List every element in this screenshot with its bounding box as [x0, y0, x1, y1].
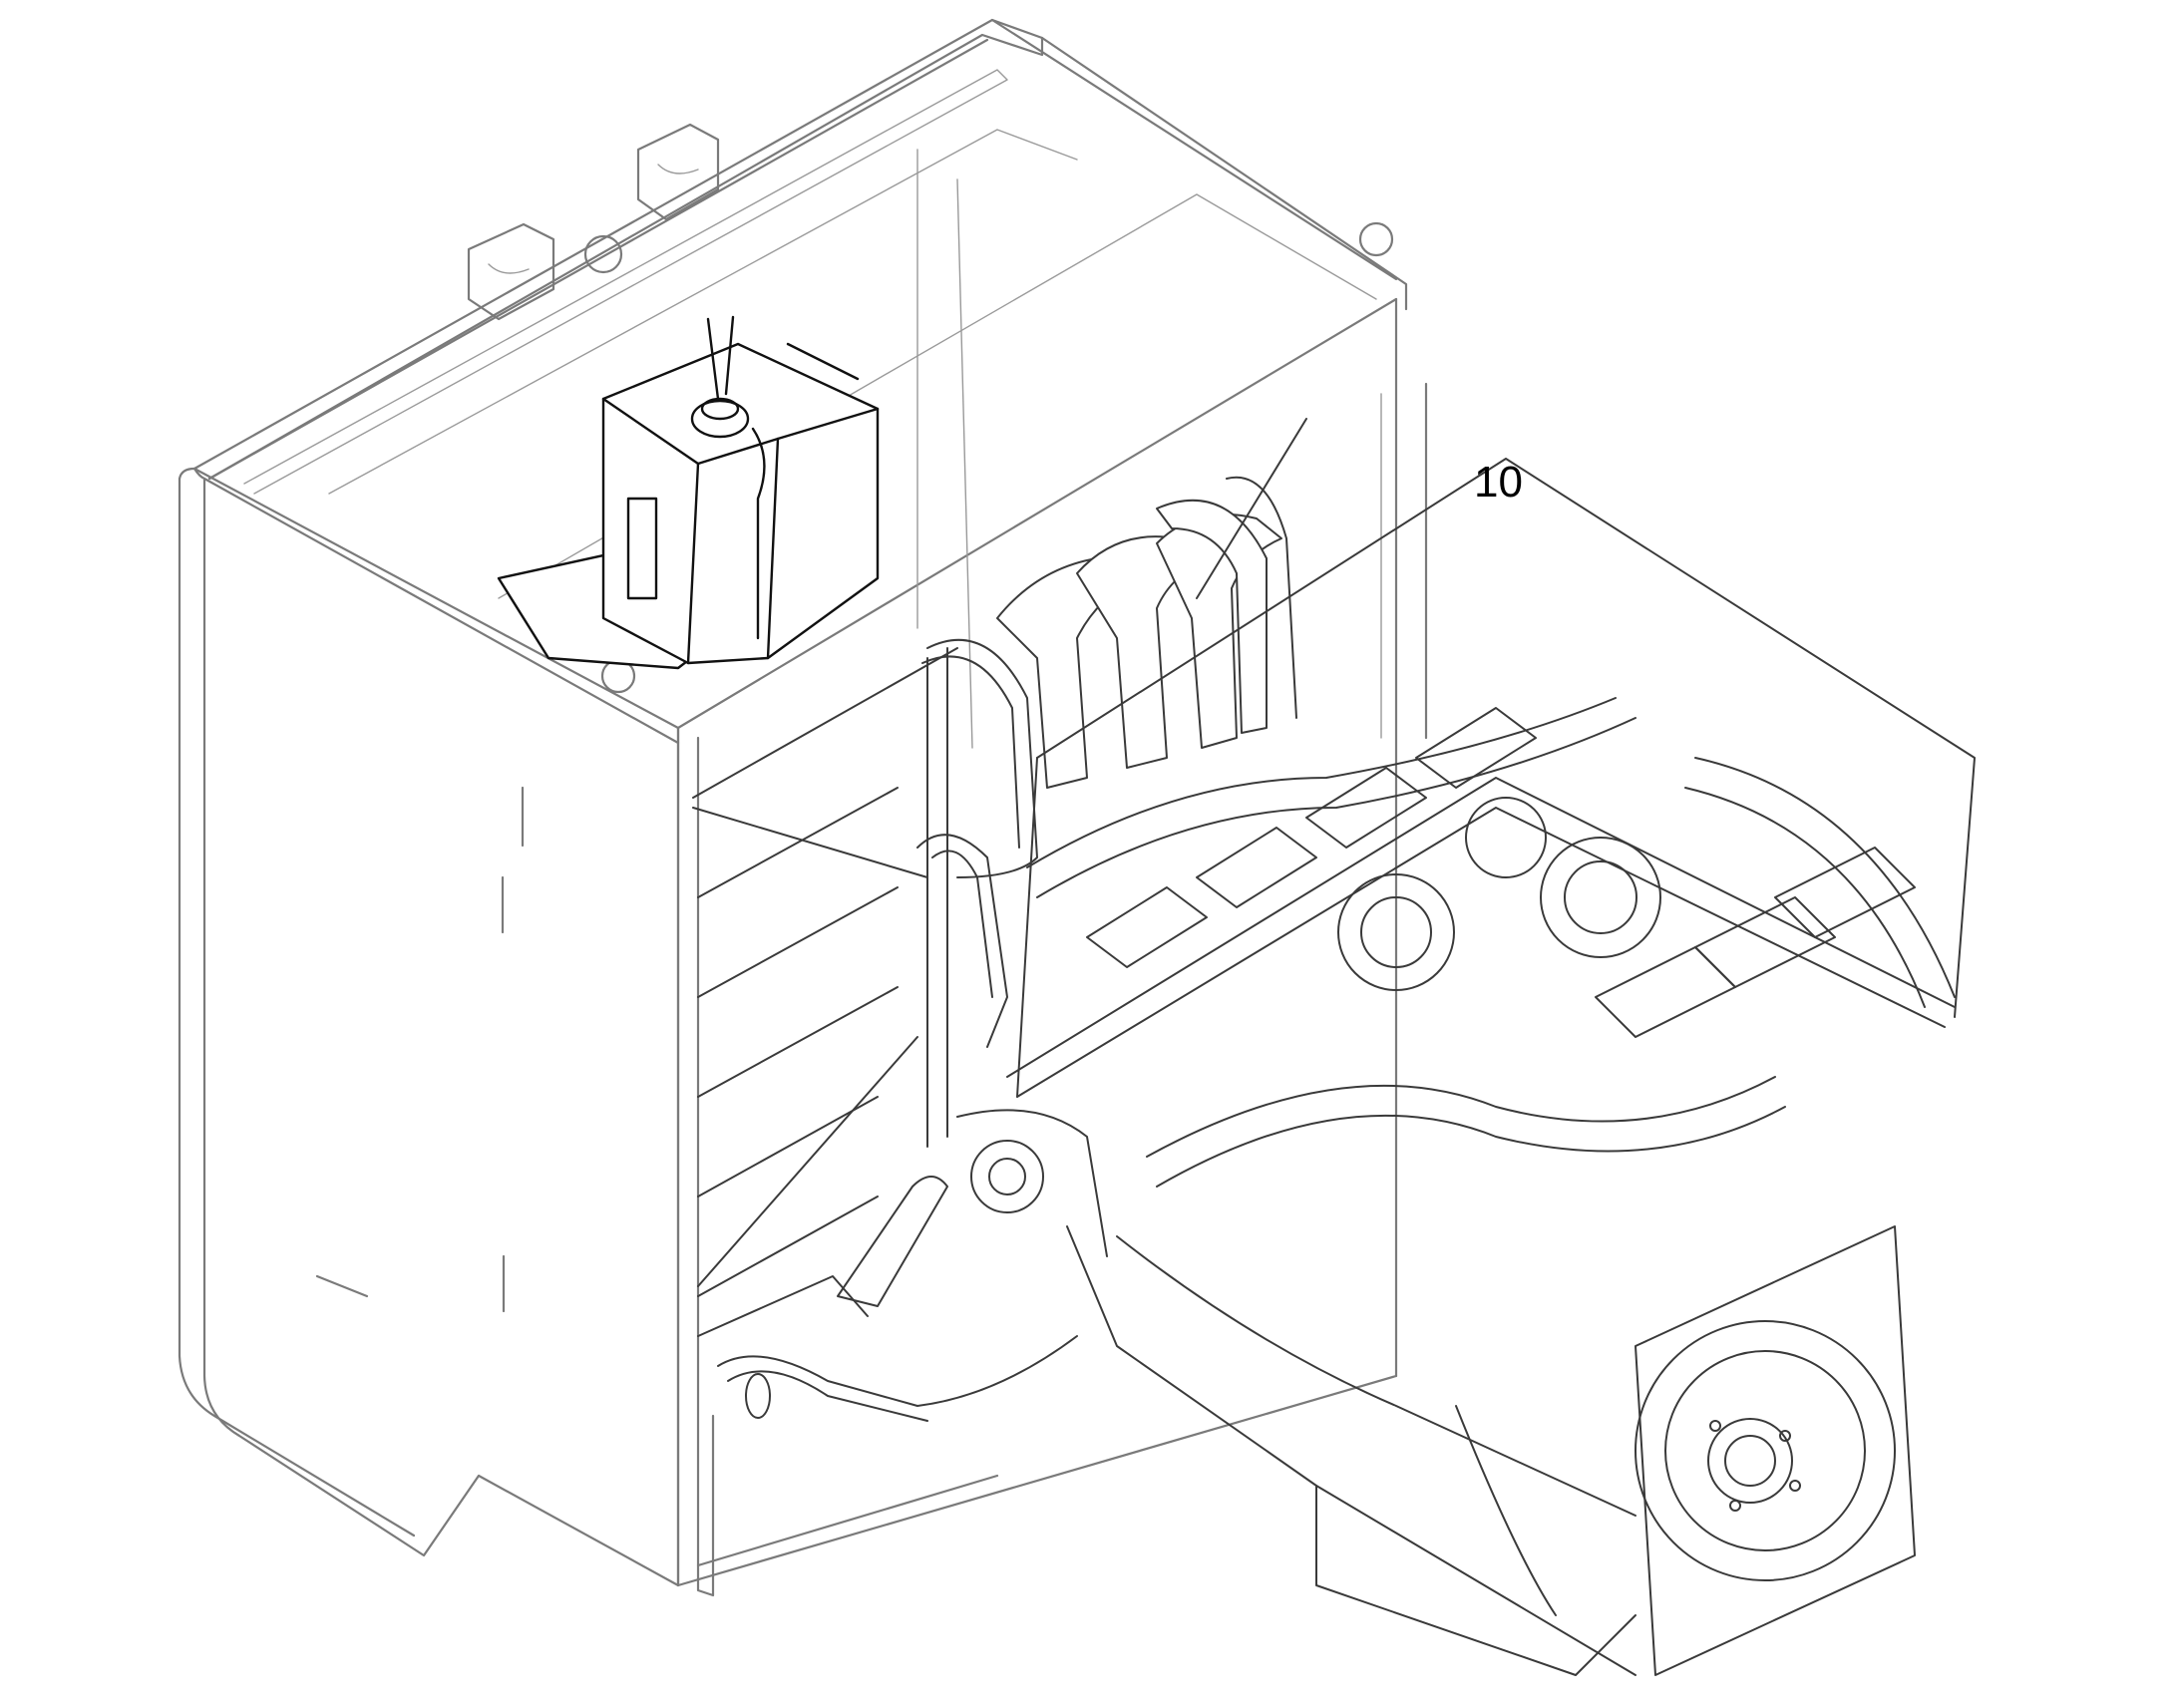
coolant-pipes — [916, 418, 1307, 1048]
radiator-core — [692, 647, 1078, 1422]
expansion-tank — [497, 315, 880, 670]
callout-label-10: 10 — [1474, 458, 1523, 507]
engine-block — [956, 458, 1976, 1676]
radiator-frame — [178, 18, 1428, 1597]
